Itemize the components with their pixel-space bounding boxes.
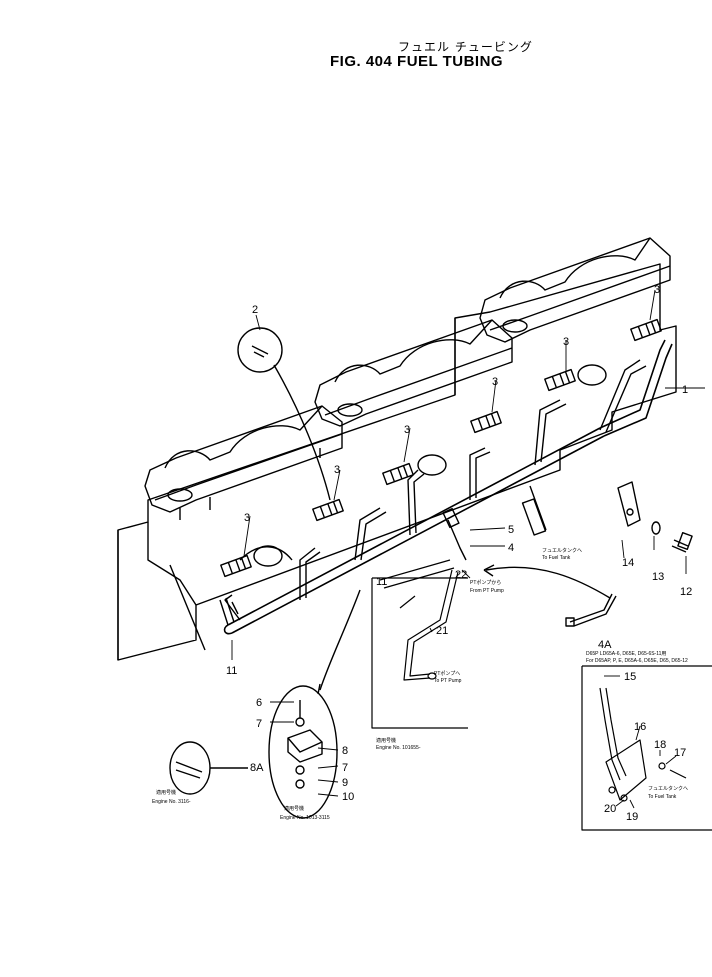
detail-circle-clamp: [268, 589, 361, 819]
inset-frame-21: [371, 559, 468, 729]
callout-4a: 4A: [598, 639, 612, 651]
callout-2: 2: [252, 304, 258, 316]
callout-16: 16: [634, 721, 646, 733]
callout-11: 11: [226, 665, 237, 677]
callout-7: 7: [256, 718, 262, 730]
pt-pump-arrow: [485, 566, 611, 599]
return-connector: [529, 485, 547, 531]
figure-title-japanese: フュエル チュービング: [398, 40, 533, 54]
note-d65-models: D65P LD65A-6, D65E, D65-6S-11用: [586, 651, 666, 657]
note-to-fuel-tank-jp: フュエルタンクへ: [542, 547, 582, 554]
head-port-1: [239, 546, 293, 561]
rocker-cover-rear: [144, 405, 343, 520]
callout-17: 17: [674, 747, 686, 759]
fuel-header-tube: [223, 339, 673, 635]
rocker-cover-front: [479, 237, 671, 343]
note-inset21-serial-jp: 適用号機: [376, 737, 396, 744]
note-inset21-serial: Engine No. 101655-: [376, 745, 421, 751]
callout-10: 10: [342, 791, 354, 803]
callout-8: 8: [342, 745, 348, 757]
callout-7: 7: [342, 762, 348, 774]
callout-14: 14: [622, 557, 634, 569]
leader-lines: [231, 289, 705, 809]
rocker-cover-middle: [314, 319, 513, 427]
callout-3: 3: [654, 284, 660, 296]
callout-3: 3: [404, 424, 410, 436]
injector-tubes: [219, 359, 647, 626]
callout-11: 11: [376, 576, 387, 588]
callout-12: 12: [680, 586, 692, 598]
note-from-pt-pump-jp: PTポンプから: [470, 579, 501, 586]
injector-fitting-group: [220, 318, 662, 578]
fuel-supply-line: [447, 519, 467, 561]
callout-3: 3: [334, 464, 340, 476]
note-to-pt-pump: To PT Pump: [434, 678, 462, 684]
callout-20: 20: [604, 803, 616, 815]
callout-19: 19: [626, 811, 638, 823]
callout-3: 3: [563, 336, 569, 348]
engine-block: [117, 263, 677, 661]
note-to-fuel-tank2: To Fuel Tank: [648, 794, 677, 800]
callout-3: 3: [492, 376, 498, 388]
detail-circle-item-2: [237, 327, 331, 501]
note-engine-1013: Engine No. 1013-3115: [280, 815, 330, 821]
callout-1: 1: [682, 384, 688, 396]
callout-5: 5: [508, 524, 514, 536]
note-to-fuel-tank2-jp: フュエルタンクへ: [648, 785, 688, 792]
callout-3: 3: [244, 512, 250, 524]
note-to-fuel-tank: To Fuel Tank: [542, 555, 571, 561]
callout-22: 22: [455, 569, 467, 581]
callout-6: 6: [256, 697, 262, 709]
detail-circle-8a: [169, 741, 248, 795]
note-engine-3116: Engine No. 3116-: [152, 799, 191, 805]
callout-8a: 8A: [250, 762, 264, 774]
tube-4a: [565, 593, 617, 627]
to-fuel-tank-fitting: [521, 498, 547, 536]
inset-frame-d65: [581, 665, 712, 831]
diagram-notes: フュエルタンクへ To Fuel Tank PTポンプから From PT Pu…: [152, 547, 688, 821]
callout-21: 21: [436, 625, 448, 637]
note-engine-1013-jp: 適用号機: [284, 805, 304, 812]
bracket-assembly: [617, 481, 693, 553]
note-engine-3116-jp: 適用号機: [156, 789, 176, 796]
callout-labels: 1 2 3 3 3 3 3 3 4 4A 5 6 7 7 8 8A 9 10 1…: [226, 284, 692, 823]
callout-13: 13: [652, 571, 664, 583]
callout-18: 18: [654, 739, 666, 751]
note-to-pt-pump-jp: PTポンプへ: [434, 670, 460, 677]
note-from-pt-pump: From PT Pump: [470, 588, 504, 594]
callout-9: 9: [342, 777, 348, 789]
callout-4: 4: [508, 542, 514, 554]
callout-15: 15: [624, 671, 636, 683]
figure-title: FIG. 404 FUEL TUBING: [330, 53, 504, 70]
note-d65-models-en: For D65AP, P, E, D65A-6, D65E, D65, D65-…: [586, 658, 688, 664]
